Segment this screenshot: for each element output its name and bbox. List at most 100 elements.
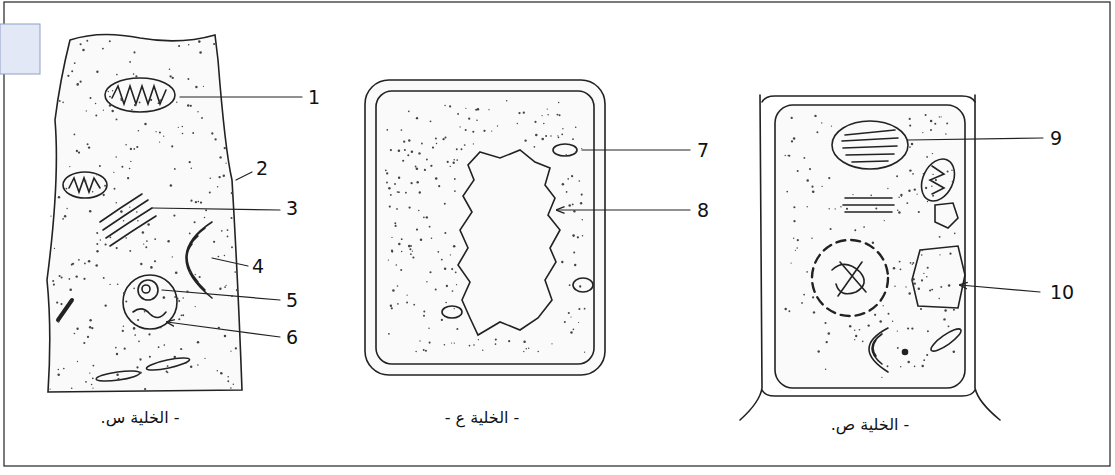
stipple-dot <box>130 148 132 150</box>
stipple-dot <box>150 99 152 101</box>
stipple-dot <box>146 240 148 242</box>
stipple-dot <box>69 278 71 280</box>
stipple-dot <box>398 191 400 193</box>
stipple-dot <box>899 261 901 263</box>
stipple-dot <box>482 349 483 350</box>
stipple-dot <box>828 332 831 335</box>
stipple-dot <box>104 185 106 187</box>
stipple-dot <box>803 294 805 296</box>
stipple-dot <box>818 350 820 352</box>
stipple-dot <box>150 266 153 269</box>
stipple-dot <box>939 116 940 117</box>
stipple-dot <box>176 102 177 103</box>
stipple-dot <box>916 194 917 195</box>
stipple-dot <box>541 115 542 116</box>
stipple-dot <box>450 254 451 255</box>
stipple-dot <box>426 281 427 282</box>
stipple-dot <box>905 286 906 287</box>
stipple-dot <box>120 210 123 213</box>
stipple-dot <box>444 105 445 106</box>
stipple-dot <box>420 239 423 242</box>
stipple-dot <box>785 155 786 156</box>
stipple-dot <box>83 342 85 344</box>
stipple-dot <box>87 336 89 338</box>
stipple-dot <box>566 191 568 193</box>
stipple-dot <box>76 83 79 86</box>
stipple-dot <box>813 311 815 313</box>
stipple-dot <box>227 376 229 378</box>
stipple-dot <box>217 370 218 371</box>
cytoplasm-dots <box>49 40 955 391</box>
stipple-dot <box>231 192 233 194</box>
stipple-dot <box>123 220 125 222</box>
stipple-dot <box>144 123 146 125</box>
stipple-dot <box>181 349 182 350</box>
stipple-dot <box>109 104 111 106</box>
stipple-dot <box>491 130 492 131</box>
stipple-dot <box>807 206 808 207</box>
stipple-dot <box>581 148 582 149</box>
stipple-dot <box>456 159 458 161</box>
stipple-dot <box>558 102 559 103</box>
stipple-dot <box>136 366 138 368</box>
stipple-dot <box>227 229 229 231</box>
stipple-dot <box>91 384 93 386</box>
stipple-dot <box>125 300 127 302</box>
stipple-dot <box>187 104 189 106</box>
stipple-dot <box>388 187 390 189</box>
stipple-dot <box>396 264 398 266</box>
stipple-dot <box>89 326 91 328</box>
stipple-dot <box>887 365 889 367</box>
stipple-dot <box>518 112 520 114</box>
stipple-dot <box>115 347 117 349</box>
stipple-dot <box>92 365 94 367</box>
stipple-dot <box>404 149 406 151</box>
stipple-dot <box>881 377 882 378</box>
stipple-dot <box>136 211 138 213</box>
stipple-dot <box>453 245 456 248</box>
stipple-dot <box>478 339 479 340</box>
stipple-dot <box>137 220 139 222</box>
stipple-dot <box>167 240 170 243</box>
stipple-dot <box>191 167 193 169</box>
stipple-dot <box>456 328 458 330</box>
stipple-dot <box>406 295 407 296</box>
stipple-dot <box>386 182 388 184</box>
stipple-dot <box>391 237 392 238</box>
stipple-dot <box>96 243 98 245</box>
stipple-dot <box>459 126 460 127</box>
stipple-dot <box>131 109 133 111</box>
stipple-dot <box>875 208 877 210</box>
stipple-dot <box>898 211 901 214</box>
stipple-dot <box>99 165 101 167</box>
stipple-dot <box>793 206 795 208</box>
stipple-dot <box>846 208 848 210</box>
stipple-dot <box>855 335 857 337</box>
cell-caption: - الخلية ع - <box>445 409 520 427</box>
stipple-dot <box>95 103 96 104</box>
stipple-dot <box>432 147 434 149</box>
stipple-dot <box>561 133 563 135</box>
stipple-dot <box>58 321 60 323</box>
stipple-dot <box>75 275 77 277</box>
stipple-dot <box>80 43 82 45</box>
stipple-dot <box>194 221 196 223</box>
stipple-dot <box>559 114 561 116</box>
stipple-dot <box>88 146 90 148</box>
stipple-dot <box>918 288 920 290</box>
stipple-dot <box>158 102 160 104</box>
callout-number: 4 <box>252 256 264 277</box>
stipple-dot <box>423 217 425 219</box>
stipple-dot <box>568 204 571 207</box>
stipple-dot <box>569 284 571 286</box>
stipple-dot <box>100 239 101 240</box>
stipple-dot <box>74 134 76 136</box>
stipple-dot <box>402 160 404 162</box>
stipple-dot <box>424 169 426 171</box>
stipple-dot <box>508 340 510 342</box>
stipple-dot <box>139 372 141 374</box>
stipple-dot <box>944 309 947 312</box>
stipple-dot <box>103 194 105 196</box>
stipple-dot <box>557 135 558 136</box>
stipple-dot <box>95 264 98 267</box>
